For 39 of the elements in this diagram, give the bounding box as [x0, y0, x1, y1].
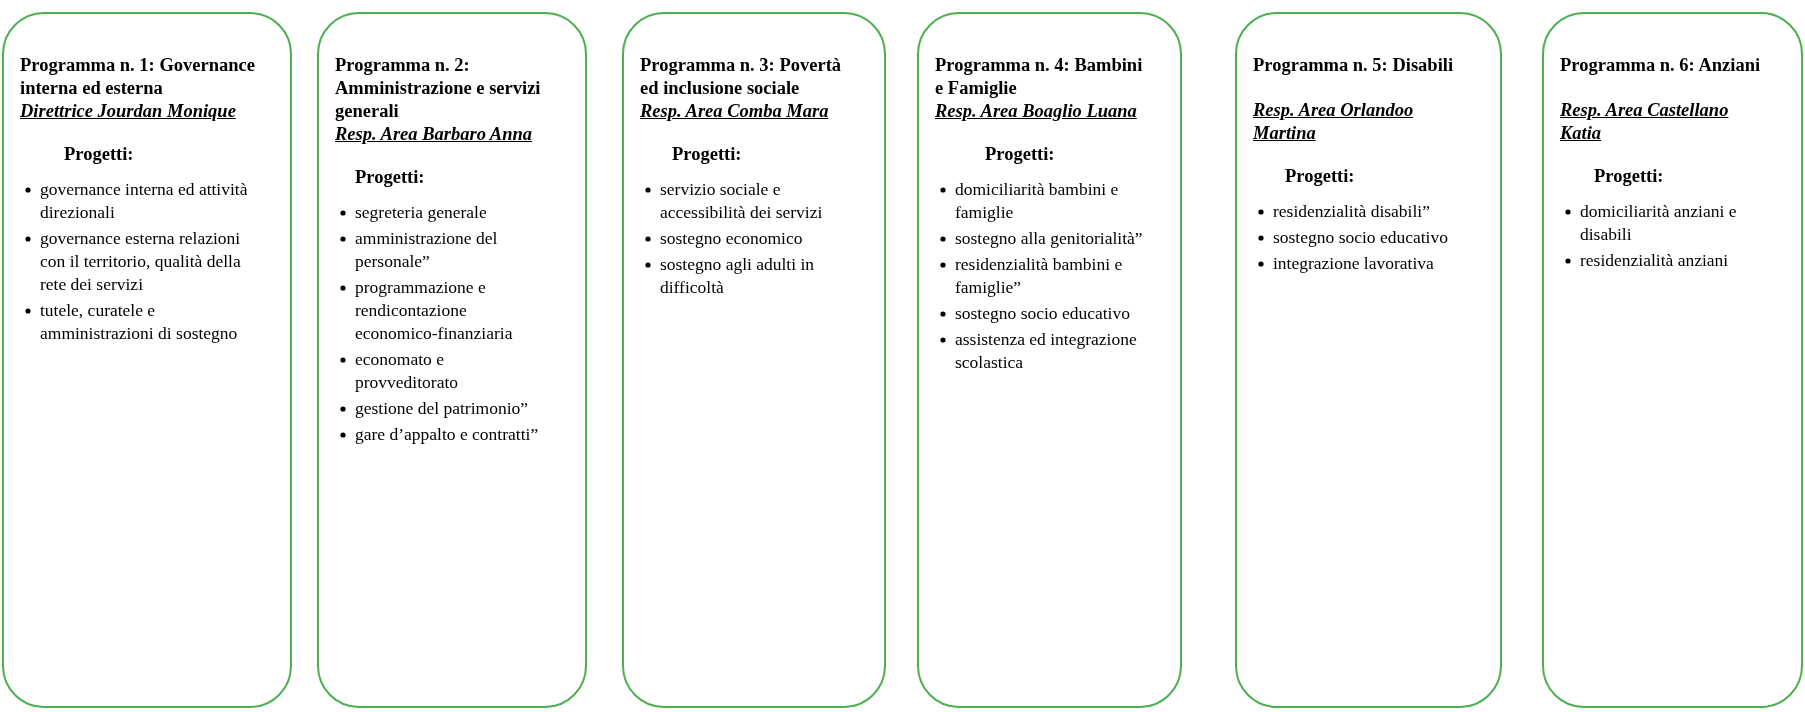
program-panel — [1235, 12, 1502, 708]
project-item: integrazione lavorativa — [1273, 253, 1434, 273]
projects-heading: Progetti: — [1594, 165, 1665, 188]
project-item: residenzialità bambini e famiglie” — [955, 254, 1123, 297]
projects-heading: Progetti: — [985, 143, 1056, 166]
program-title: Programma n. 3: Povertà ed inclusione sociale — [640, 54, 843, 100]
manager-name: Resp. Area Castellano Katia — [1560, 99, 1730, 145]
program-title: Programma n. 2: Amministrazione e servizi generali — [335, 54, 542, 123]
project-item: amministrazione del personale” — [355, 228, 498, 271]
manager-name: Resp. Area Barbaro Anna — [335, 123, 534, 146]
project-item: residenzialità disabili” — [1273, 201, 1430, 221]
manager-name: Resp. Area Boaglio Luana — [935, 100, 1138, 123]
manager-name: Direttrice Jourdan Monique — [20, 100, 237, 123]
projects-heading: Progetti: — [1285, 165, 1356, 188]
program-title: Programma n. 6: Anziani — [1560, 54, 1762, 77]
project-item: sostegno socio educativo — [955, 303, 1130, 323]
project-item: sostegno alla genitorialità” — [955, 228, 1143, 248]
project-item: segreteria generale — [355, 202, 487, 222]
program-panel — [1542, 12, 1803, 708]
project-item: sostegno economico — [660, 228, 803, 248]
project-item: tutele, curatele e amministrazioni di sostegno — [40, 300, 238, 343]
project-item: gestione del patrimonio” — [355, 398, 528, 418]
program-title: Programma n. 4: Bambini e Famiglie — [935, 54, 1144, 100]
program-panel — [622, 12, 886, 708]
project-item: gare d’appalto e contratti” — [355, 424, 539, 444]
program-title: Programma n. 1: Governance interna ed esterna — [20, 54, 256, 100]
program-panel — [917, 12, 1182, 708]
project-item: residenzialità anziani — [1580, 250, 1729, 270]
manager-name: Resp. Area Orlandoo Martina — [1253, 99, 1415, 145]
manager-name: Resp. Area Comba Mara — [640, 100, 830, 123]
project-item: assistenza ed integrazione scolastica — [955, 329, 1137, 372]
program-panel — [317, 12, 587, 708]
projects-heading: Progetti: — [355, 166, 426, 189]
projects-heading: Progetti: — [64, 143, 135, 166]
program-panel — [2, 12, 292, 708]
projects-heading: Progetti: — [672, 143, 743, 166]
project-item: sostegno socio educativo — [1273, 227, 1448, 247]
project-item: sostegno agli adulti in difficoltà — [660, 254, 815, 297]
program-title: Programma n. 5: Disabili — [1253, 54, 1455, 77]
